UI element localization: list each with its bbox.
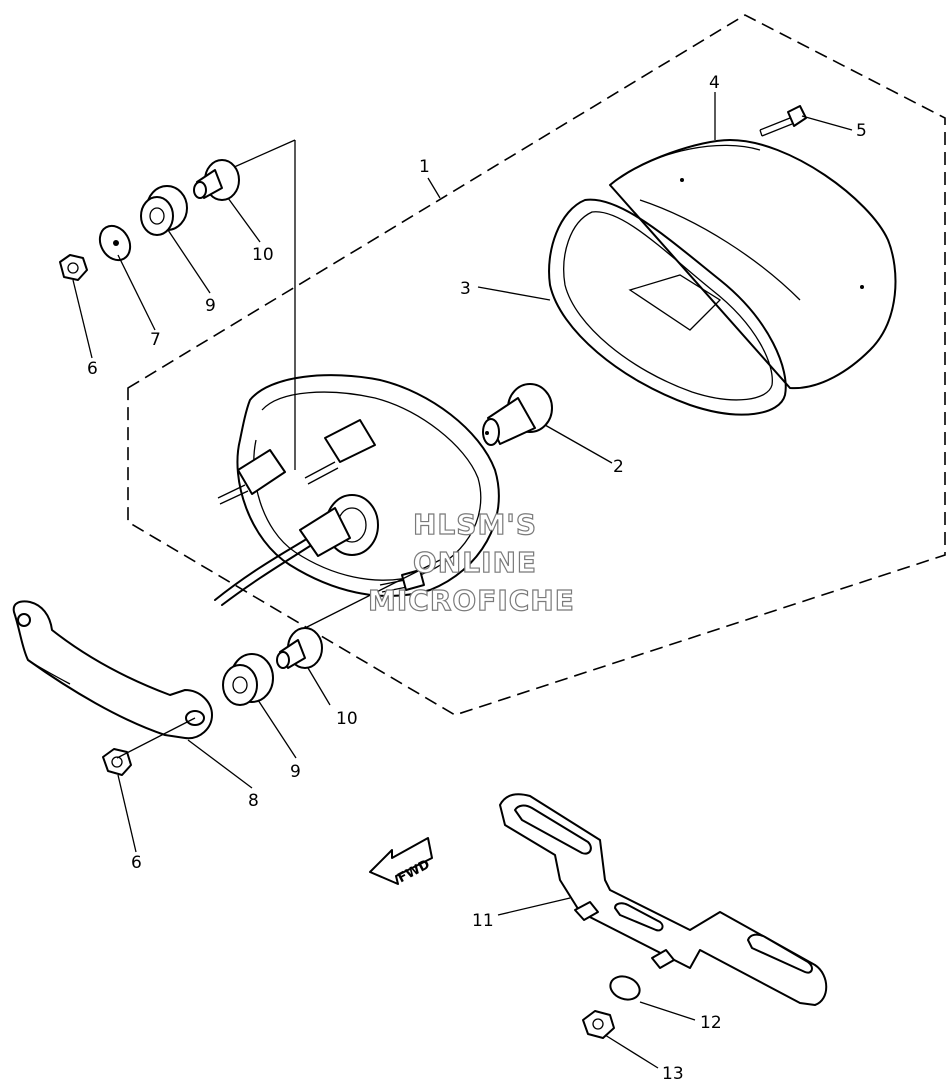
watermark-line-3: MICROFICHE (368, 584, 575, 617)
stay-part (12, 600, 213, 740)
nut-part-upper (59, 254, 88, 281)
callout-12: 12 (700, 1013, 722, 1033)
callout-6-lower: 6 (131, 853, 142, 873)
callout-13: 13 (662, 1064, 684, 1084)
callout-8: 8 (248, 791, 259, 811)
callout-3: 3 (460, 279, 471, 299)
nut-part-lower (102, 748, 132, 776)
nut-part-bracket (582, 1010, 615, 1039)
license-bracket-part (499, 793, 828, 1006)
callout-9-upper: 9 (205, 296, 216, 316)
callout-11: 11 (472, 911, 494, 931)
watermark-line-1: HLSM'S (413, 508, 537, 541)
callout-10-lower: 10 (336, 709, 358, 729)
collar-part-upper (193, 159, 240, 201)
callout-5: 5 (856, 121, 867, 141)
screw-part (759, 105, 807, 137)
callout-10-upper: 10 (252, 245, 274, 265)
leader-lines (72, 92, 853, 1069)
callout-6-upper: 6 (87, 359, 98, 379)
callout-1: 1 (419, 157, 430, 177)
grommet-part-upper (140, 185, 188, 236)
lens-part (609, 139, 897, 390)
callout-4: 4 (709, 73, 720, 93)
washer-part-upper (98, 224, 132, 262)
bulb-part (482, 383, 553, 446)
callout-9-lower: 9 (290, 762, 301, 782)
callout-2: 2 (613, 457, 624, 477)
alignment-line-4 (116, 717, 196, 759)
collar-part-lower (276, 627, 323, 669)
light-housing-part (214, 374, 500, 606)
fwd-arrow-icon: FWD (369, 837, 433, 886)
washer-part-bracket (609, 975, 641, 1001)
gasket-part (548, 198, 787, 416)
watermark-line-2: ONLINE (413, 546, 537, 579)
assembly-boundary (127, 14, 946, 716)
alignment-line-2 (231, 139, 296, 169)
grommet-part-lower (222, 653, 274, 706)
callout-7: 7 (150, 330, 161, 350)
alignment-line-3 (304, 559, 441, 629)
